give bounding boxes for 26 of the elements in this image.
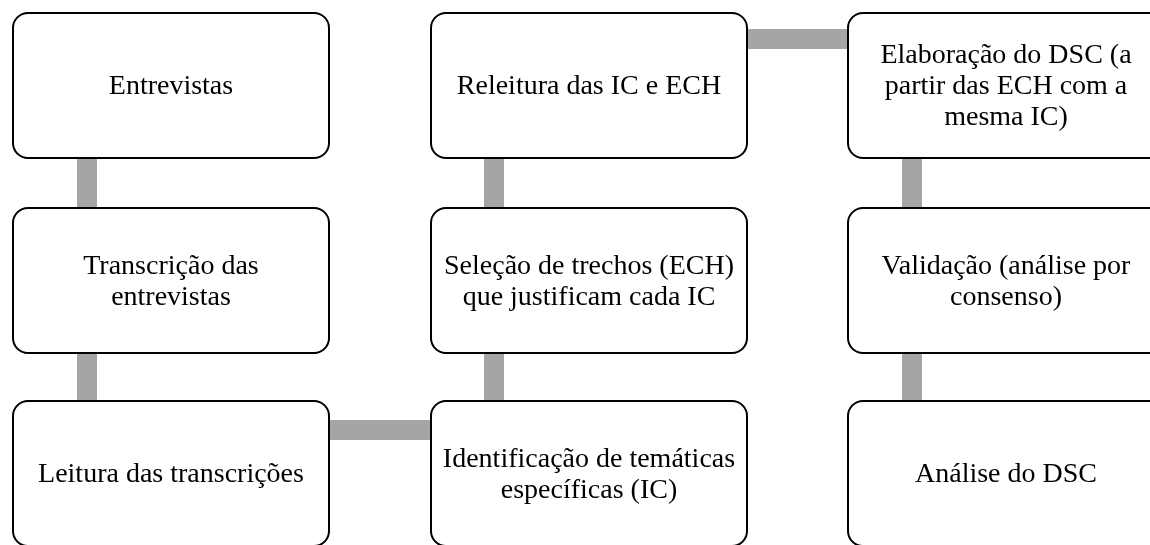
process-box [12,400,330,545]
step-text: Transcrição das entrevistas [82,249,260,312]
step-text: Validação (análise por consenso) [880,249,1132,312]
step-text: Leitura das transcrições [38,458,304,489]
process-box [430,12,748,159]
step-text: Seleção de trechos (ECH) que justificam cada IC [443,249,735,312]
process-box [12,207,330,354]
step-text: Identificação de temáticas específicas (IC) [441,442,737,505]
connector-bar [902,354,922,400]
process-box [847,12,1150,159]
process-box [847,207,1150,354]
step-text: Releitura das IC e ECH [456,70,722,101]
process-box [430,400,748,545]
step-text: Elaboração do DSC (a partir das ECH com a mesma IC) [879,39,1133,132]
connector-bar [77,354,97,400]
connector-bar [484,159,504,207]
process-box [847,400,1150,545]
connector-bar [484,354,504,400]
step-text: Entrevistas [108,70,234,101]
connector-bar [77,159,97,207]
process-box [430,207,748,354]
process-box [12,12,330,159]
connector-bar [748,29,847,49]
step-text: Análise do DSC [915,458,1097,489]
connector-bar [330,420,430,440]
connector-bar [902,159,922,207]
